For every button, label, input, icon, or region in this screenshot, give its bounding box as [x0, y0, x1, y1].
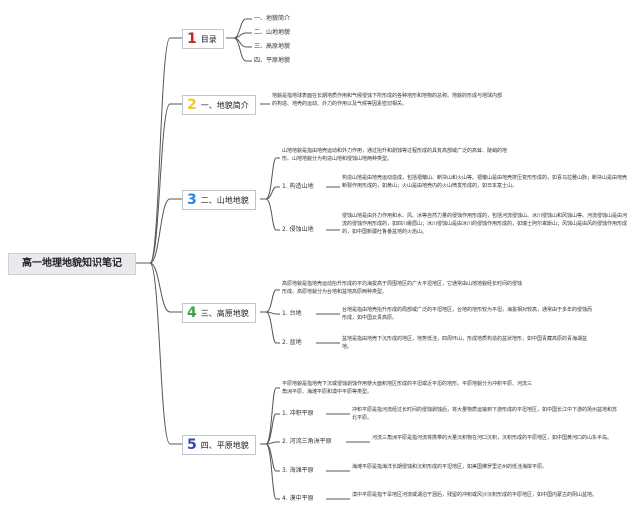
mountain-item-label[interactable]: 1. 构造山地 — [282, 183, 314, 190]
topic-number: 3 — [187, 192, 197, 208]
topic-number: 4 — [187, 305, 197, 321]
plain-item-text: 冲积平原是指河流经过长时间的侵蚀剥蚀后，将大量物质运输到下游形成的平坦地区，如中… — [352, 407, 618, 421]
plateau-item-label[interactable]: 2. 盆地 — [282, 339, 302, 346]
plain-item-text: 漠中平原是指干旱地区河流或湖泊干涸后，残留的冲积或风沙沉积形成的平原地区，如中国… — [352, 492, 598, 498]
plateau-summary: 高原地貌是指地壳运动抬升形成的平均海拔高于周围地区的广大平坦地区，它通常由山地地… — [282, 281, 523, 295]
plateau-item-text: 台地是指由地壳抬升形成的局部或广泛的平坦地区，台地的地形较为平坦，海拔相对较高，… — [342, 307, 593, 321]
topic-number: 5 — [187, 437, 197, 453]
mountain-item-text: 构造山地是由地壳运动造成，包括褶皱山、断块山和火山等。褶皱山是由地壳挤压变形形成… — [342, 175, 628, 189]
plateau-item-label[interactable]: 1. 台地 — [282, 310, 302, 317]
toc-item[interactable]: 三、高原地貌 — [254, 43, 291, 50]
mountain-item-label[interactable]: 2. 侵蚀山地 — [282, 226, 314, 233]
plain-item-label[interactable]: 4. 漠中平原 — [282, 495, 314, 502]
plain-item-label[interactable]: 2. 河流三角洲平原 — [282, 438, 332, 445]
plain-item-text: 海滩平原是指海洋长期侵蚀和沉积形成的平坦地区，如美国佛罗里达州的低洼海岸平原。 — [352, 464, 548, 470]
toc-item[interactable]: 二、山地地貌 — [254, 29, 291, 36]
toc-item[interactable]: 一、地貌简介 — [254, 15, 291, 22]
plain-item-label[interactable]: 3. 海滩平原 — [282, 467, 314, 474]
mountain-item-text: 侵蚀山地是由外力作用和水、风、冰等自然力量的侵蚀作用形成的，包括河流侵蚀山、冰川… — [342, 213, 628, 235]
plain-summary: 平原地貌是指地壳下沉或侵蚀剥蚀作用使大面积地区形成的平坦或近平坦的地形。平原地貌… — [282, 381, 533, 395]
plain-item-text: 河流三角洲平原是指河流将携带的大量沉积物在河口沉积，沉积形成的平原地区，如中国黄… — [372, 435, 613, 441]
toc-item[interactable]: 四、平原地貌 — [254, 57, 291, 64]
topic-label: 四、平原地貌 — [200, 441, 249, 450]
plateau-item-text: 盆地是指由地壳下沉形成的地区，地势低洼，四周环山，形成地质构造的盆状地形，如中国… — [342, 336, 588, 350]
root-topic[interactable]: 高一地理地貌知识笔记 — [8, 253, 136, 275]
topic-label: 三、高原地貌 — [200, 309, 249, 318]
plain-item-label[interactable]: 1. 冲积平原 — [282, 410, 314, 417]
mountain-summary: 山地地貌是指由地壳运动和外力作用，通过抬升和剥蚀等过程形成的具有高部威广泛的高耸… — [282, 148, 508, 162]
topic-label: 一、地貌简介 — [200, 101, 249, 110]
topic-number: 1 — [187, 31, 197, 47]
topic-label: 二、山地地貌 — [200, 196, 249, 205]
topic-number: 2 — [187, 97, 197, 113]
intro-text: 地貌是指地球表面在长期地质作用和气候侵蚀下所形成的各种地形和地物的总称。地貌的形… — [272, 93, 503, 107]
topic-label: 目录 — [200, 35, 217, 44]
